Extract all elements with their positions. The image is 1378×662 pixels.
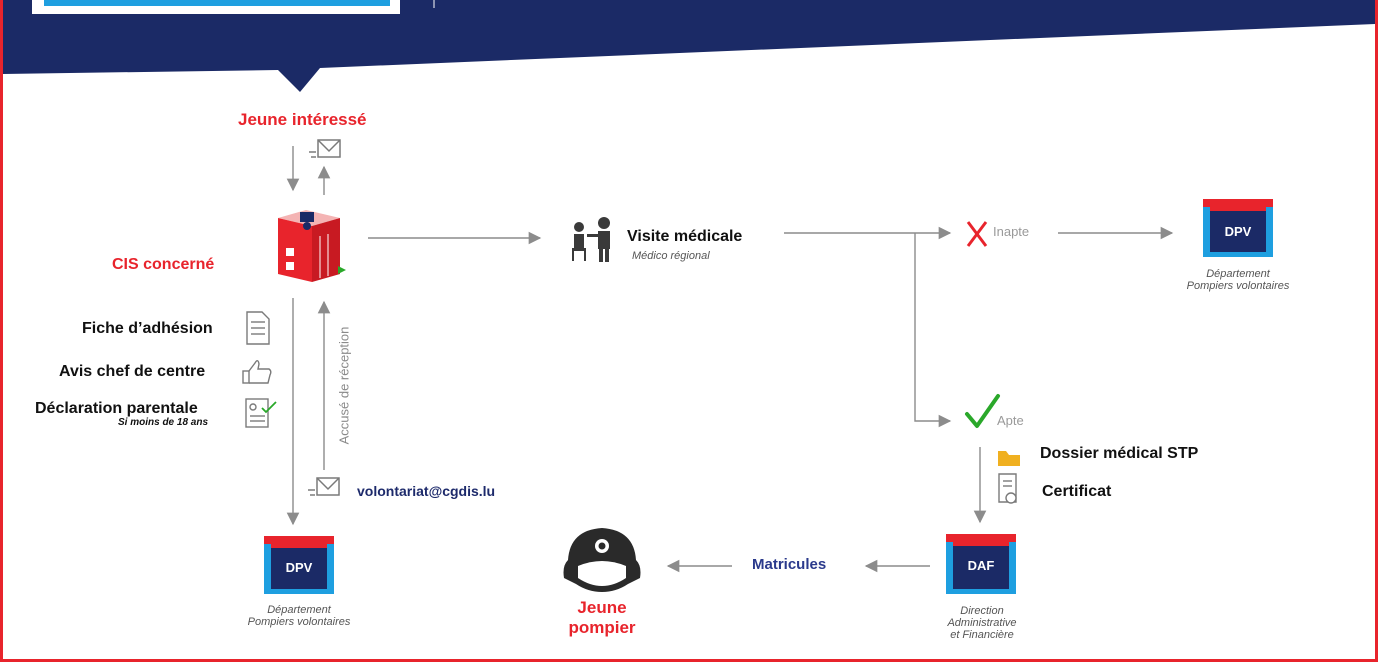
apte-label: Apte	[997, 413, 1024, 428]
daf-caption-line3: et Financière	[950, 629, 1014, 641]
folder-icon	[998, 451, 1020, 466]
contact-email-link[interactable]: volontariat@cgdis.lu	[357, 483, 496, 499]
declaration-note: Si moins de 18 ans	[118, 417, 209, 428]
daf-badge: DAF	[946, 534, 1016, 594]
doctor-patient-icon	[572, 217, 610, 262]
certificate-icon	[998, 473, 1017, 504]
thumbs-up-icon	[242, 360, 272, 384]
id-card-icon	[245, 398, 277, 428]
medico-regional-label: Médico régional	[632, 250, 710, 262]
dpv-badge-label: DPV	[1225, 224, 1252, 239]
dpv-caption-right: Département Pompiers volontaires	[1178, 268, 1298, 292]
dpv-caption-line2: Pompiers volontaires	[247, 616, 351, 628]
matricules-label: Matricules	[752, 556, 827, 573]
dpv-badge-left: DPV	[264, 536, 334, 594]
fiche-adhesion-label: Fiche d’adhésion	[82, 320, 213, 337]
envelope-icon	[308, 477, 340, 496]
dpv-caption-left: Département Pompiers volontaires	[232, 604, 366, 628]
jeune-interesse-label: Jeune intéressé	[238, 110, 367, 129]
dpv-badge-label: DPV	[286, 560, 313, 575]
header-banner	[3, 0, 1375, 92]
daf-caption: Direction Administrative et Financière	[936, 605, 1028, 641]
dpv-caption-line1: Département	[1206, 268, 1270, 280]
fire-station-icon	[278, 210, 346, 282]
firefighter-helmet-icon	[563, 528, 641, 592]
dpv-caption-line2: Pompiers volontaires	[1186, 280, 1290, 292]
avis-chef-label: Avis chef de centre	[59, 363, 206, 380]
certificat-label: Certificat	[1042, 483, 1112, 500]
visite-medicale-label: Visite médicale	[627, 228, 743, 245]
inapte-label: Inapte	[993, 224, 1030, 239]
daf-caption-line1: Direction	[960, 605, 1004, 617]
dpv-badge-right: DPV	[1203, 199, 1273, 257]
daf-caption-line2: Administrative	[947, 617, 1017, 629]
arrow-visite-apte	[914, 233, 952, 428]
jeune-pompier-label: Jeune pompier	[560, 598, 644, 638]
jeune-pompier-line1: Jeune	[577, 598, 627, 617]
daf-badge-label: DAF	[968, 558, 995, 573]
dpv-caption-line1: Département	[267, 604, 331, 616]
cis-concerne-label: CIS concerné	[112, 256, 215, 273]
dossier-medical-label: Dossier médical STP	[1040, 445, 1199, 462]
check-icon	[965, 394, 1000, 428]
jeune-pompier-line2: pompier	[568, 618, 636, 637]
declaration-parentale-label: Déclaration parentale	[35, 400, 198, 417]
envelope-icon	[309, 139, 341, 158]
cross-icon	[966, 221, 988, 247]
accuse-reception-label: Accusé de réception	[336, 326, 352, 445]
document-icon	[246, 311, 270, 345]
